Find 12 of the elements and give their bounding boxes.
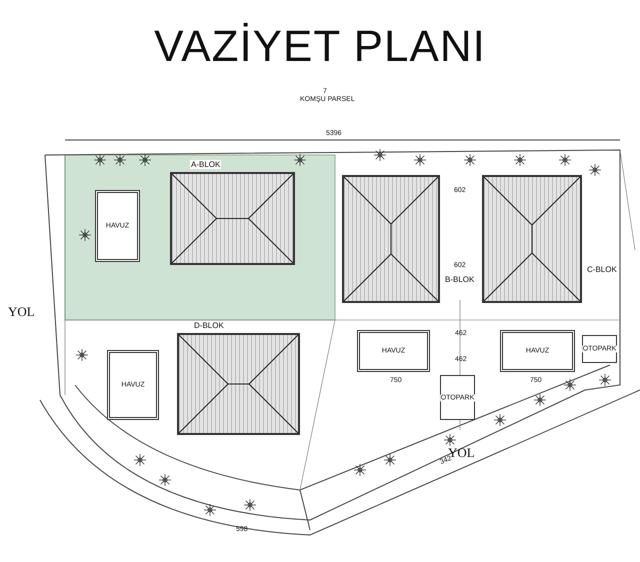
parking-area bbox=[440, 375, 475, 420]
title: VAZİYET PLANI bbox=[153, 22, 487, 72]
block-label: C-BLOK bbox=[586, 265, 618, 274]
pool-outline bbox=[107, 350, 159, 420]
block-label: D-BLOK bbox=[193, 321, 225, 330]
road-label: YOL bbox=[8, 304, 35, 320]
block-label: A-BLOK bbox=[190, 160, 222, 169]
parking-area bbox=[582, 335, 617, 363]
pool-outline bbox=[500, 330, 575, 372]
pool-outline bbox=[357, 330, 430, 372]
pool-outline bbox=[95, 190, 140, 262]
block-label: B-BLOK bbox=[444, 275, 476, 284]
